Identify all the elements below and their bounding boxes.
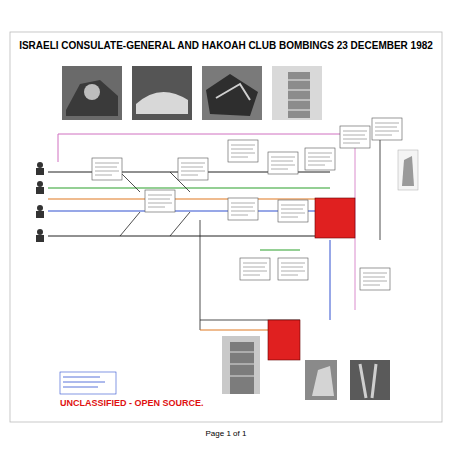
diagram-title: ISRAELI CONSULATE-GENERAL AND HAKOAH CLU… (19, 40, 433, 51)
page-number: Page 1 of 1 (206, 429, 247, 438)
classification-label: UNCLASSIFIED - OPEN SOURCE. (60, 398, 204, 408)
